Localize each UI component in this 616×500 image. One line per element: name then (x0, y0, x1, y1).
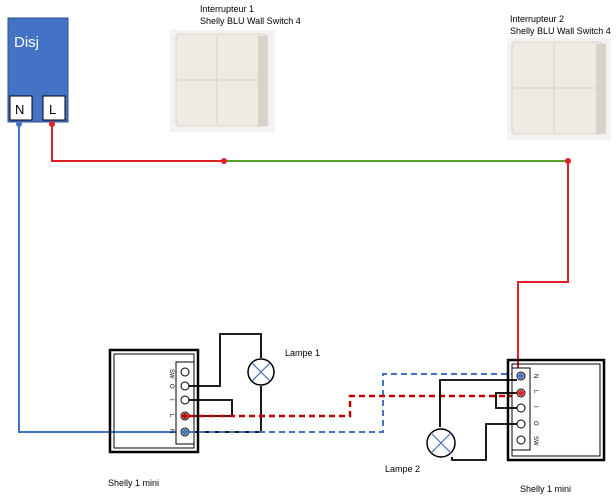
lamp2-label: Lampe 2 (385, 464, 420, 474)
module1-neutral-dot (182, 429, 188, 435)
switch2-model: Shelly BLU Wall Switch 4 (510, 26, 611, 36)
module1-bridge (189, 399, 233, 417)
module1-label-i: I (168, 399, 174, 401)
shelly-module-2: N L I O SW (506, 358, 606, 462)
neutral-dot-breaker (16, 121, 22, 127)
module2-terminal-sw (516, 435, 526, 445)
line-dot-bus-right (565, 158, 571, 164)
line-dashed-link (189, 394, 516, 418)
module2-terminal-o (516, 419, 526, 429)
module1-label-n: N (168, 429, 174, 433)
module2-label-n: N (532, 374, 538, 378)
lamp2-wire-out (451, 423, 517, 461)
lamp2-wire-return (439, 379, 517, 427)
module1-label-l: L (168, 414, 174, 418)
module2-bridge (495, 392, 517, 409)
lamp1-wire-out (189, 333, 262, 387)
line-dot-breaker (49, 121, 55, 127)
module1-name: Shelly 1 mini (108, 478, 159, 488)
module1-terminal-o (180, 381, 190, 391)
switch2-title: Interrupteur 2 (510, 14, 564, 24)
module2-line-dot (518, 390, 524, 396)
module1-terminal-i (180, 395, 190, 405)
module2-label-l: L (532, 390, 538, 394)
lamp1-label: Lampe 1 (285, 348, 320, 358)
wall-switch-1 (170, 30, 275, 132)
switch1-edge (258, 36, 268, 126)
line-wire-right (517, 161, 569, 393)
module2-label-sw: SW (532, 436, 538, 446)
switch1-title: Interrupteur 1 (200, 4, 254, 14)
lamp2-cross-b (430, 432, 452, 454)
lamp1-cross-b (251, 362, 271, 382)
breaker: Disj N L (7, 17, 69, 123)
module1-label-o: O (168, 384, 174, 389)
breaker-label: Disj (14, 34, 39, 51)
breaker-neutral-terminal (9, 95, 33, 121)
line-dot-bus-left (221, 158, 227, 164)
switch1-model: Shelly BLU Wall Switch 4 (200, 16, 301, 26)
breaker-line-terminal (42, 95, 66, 121)
shelly-module-1: SW O I L N (108, 348, 200, 454)
module2-terminal-i (516, 403, 526, 413)
module2-label-o: O (532, 421, 538, 426)
breaker-neutral-label: N (15, 102, 24, 117)
neutral-dashed-link (189, 373, 516, 433)
wall-switch-2 (507, 38, 611, 140)
module2-label-i: I (532, 406, 538, 408)
module1-terminal-sw (180, 367, 190, 377)
module1-label-sw: SW (168, 369, 174, 379)
module2-name: Shelly 1 mini (520, 484, 571, 494)
line-wire-feed (51, 124, 224, 162)
switch2-edge (596, 44, 606, 134)
lamp1-wire-return (189, 386, 262, 433)
module1-line-dot (182, 413, 188, 419)
module2-neutral-dot (518, 373, 524, 379)
module1-case-outer (108, 348, 200, 454)
module2-case-outer (506, 358, 606, 462)
breaker-line-label: L (49, 102, 56, 117)
neutral-wire (18, 124, 186, 433)
